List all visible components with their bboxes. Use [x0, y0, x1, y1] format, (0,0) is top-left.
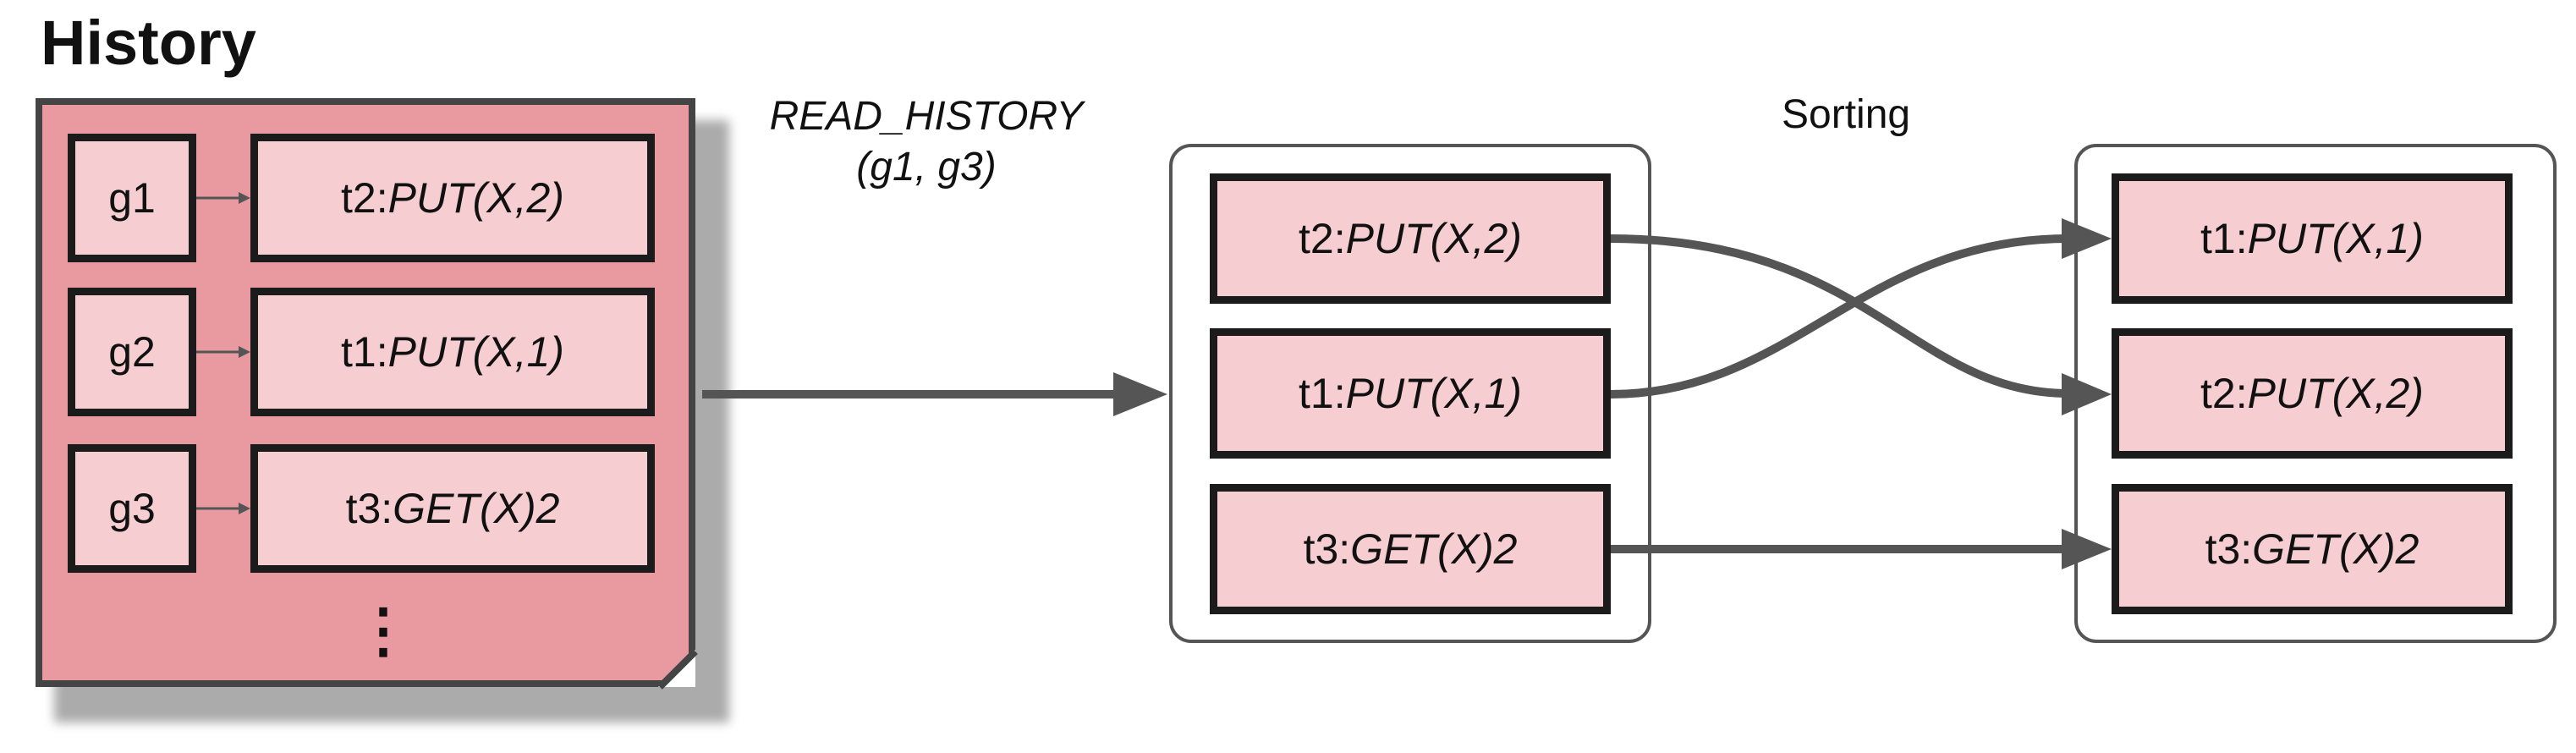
sorting-arrows — [1610, 218, 2112, 569]
txn-op: PUT(X,2) — [1345, 215, 1522, 262]
txn-id: t2: — [2200, 370, 2248, 417]
t1-reorder-arrow — [1610, 234, 2069, 398]
group-to-txn-arrows — [196, 192, 250, 514]
t1-arrowhead — [2062, 218, 2112, 259]
unsorted-txn-3: t3:GET(X)2 — [1210, 484, 1611, 614]
g2-arrowhead — [239, 346, 250, 358]
txn-op: PUT(X,1) — [387, 328, 564, 376]
txn-id: t3: — [1303, 525, 1351, 573]
group-label: g3 — [108, 485, 156, 532]
sorting-label: Sorting — [1782, 92, 1911, 137]
txn-id: t2: — [1299, 215, 1346, 262]
read-history-label: READ_HISTORY (g1, g3) — [736, 91, 1117, 193]
read-history-call: READ_HISTORY — [769, 94, 1084, 139]
sorted-txn-2: t2:PUT(X,2) — [2112, 328, 2513, 459]
sorted-txn-1: t1:PUT(X,1) — [2112, 173, 2513, 304]
txn-op: PUT(X,2) — [387, 174, 564, 222]
g1-arrowhead — [239, 192, 250, 204]
history-group-g2: g2 — [68, 288, 196, 416]
t2-arrowhead — [2062, 373, 2112, 415]
txn-id: t1: — [1299, 370, 1346, 417]
txn-op: GET(X)2 — [2252, 525, 2419, 573]
read-history-arrow — [702, 372, 1167, 416]
txn-op: PUT(X,1) — [1345, 370, 1522, 417]
txn-id: t3: — [345, 485, 393, 532]
history-txn-row-2: t1:PUT(X,1) — [250, 288, 655, 416]
sorted-txn-3: t3:GET(X)2 — [2112, 484, 2513, 614]
t2-reorder-arrow — [1610, 234, 2069, 398]
history-txn-row-3: t3:GET(X)2 — [250, 444, 655, 573]
unsorted-txn-2: t1:PUT(X,1) — [1210, 328, 1611, 459]
txn-op: GET(X)2 — [393, 485, 560, 532]
txn-op: GET(X)2 — [1350, 525, 1518, 573]
history-txn-row-1: t2:PUT(X,2) — [250, 134, 655, 262]
group-label: g1 — [108, 174, 156, 222]
txn-op: PUT(X,1) — [2247, 215, 2424, 262]
fold-edge-line — [657, 649, 698, 690]
t3-arrowhead — [2062, 529, 2112, 569]
more-entries-ellipsis: ⋮ — [354, 597, 413, 663]
unsorted-txn-1: t2:PUT(X,2) — [1210, 173, 1611, 304]
history-group-g1: g1 — [68, 134, 196, 262]
group-label: g2 — [108, 328, 156, 376]
history-group-g3: g3 — [68, 444, 196, 573]
history-title: History — [41, 8, 256, 78]
g3-arrowhead — [239, 503, 250, 514]
txn-id: t1: — [341, 328, 388, 376]
read-history-args: (g1, g3) — [856, 145, 997, 190]
txn-op: PUT(X,2) — [2247, 370, 2424, 417]
txn-id: t1: — [2200, 215, 2248, 262]
txn-id: t3: — [2205, 525, 2253, 573]
txn-id: t2: — [341, 174, 388, 222]
